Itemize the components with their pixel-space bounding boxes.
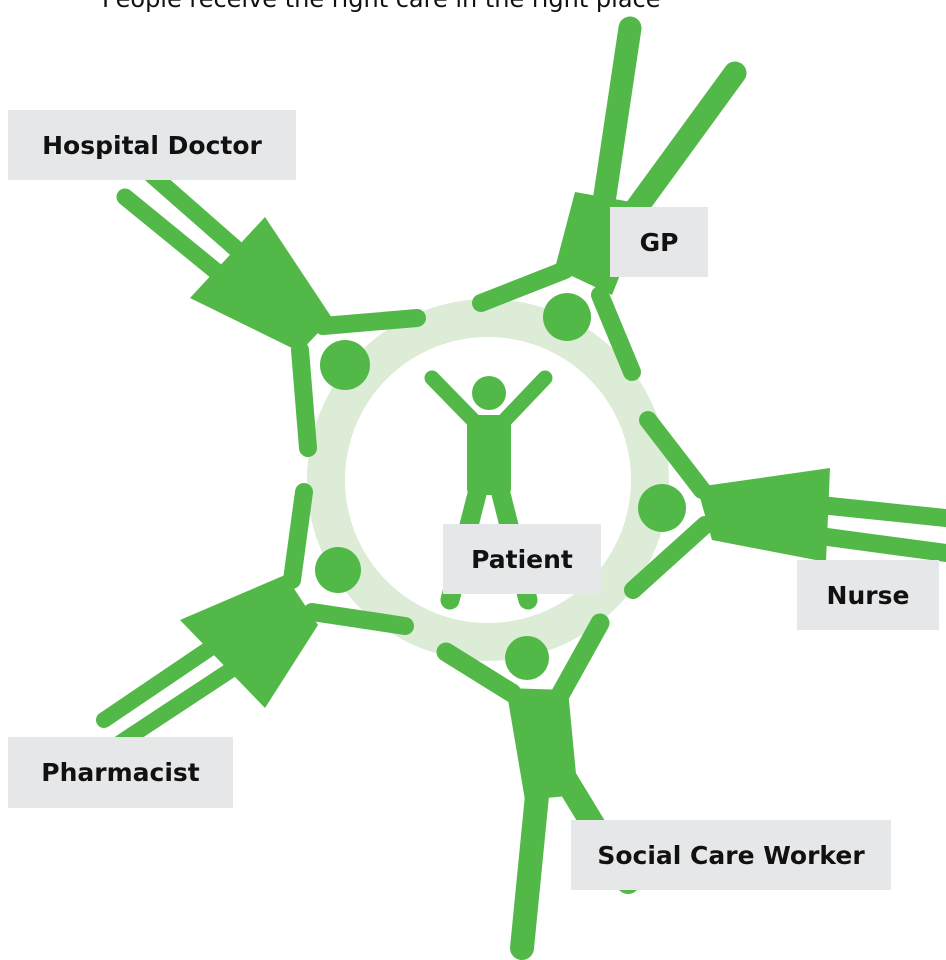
hospital-doctor-head: [320, 340, 370, 390]
nurse-body: [697, 468, 830, 562]
pharmacist-arm-upper: [283, 483, 313, 589]
diagram-caption: People receive the right care in the rig…: [0, 0, 946, 14]
nurse-head: [638, 484, 686, 532]
social-care-worker-figure: [436, 613, 640, 960]
gp-leg-1: [586, 16, 642, 254]
hospital-doctor-body: [190, 217, 332, 352]
nurse-leg-2: [811, 527, 946, 562]
patient-left-arm: [424, 370, 481, 428]
pharmacist-body: [180, 575, 318, 708]
social-care-worker-arm-right: [550, 613, 610, 705]
role-label-gp: GP: [610, 207, 708, 277]
hospital-doctor-arm-lower: [291, 341, 317, 457]
hospital-doctor-leg-1: [143, 166, 284, 292]
center-label-patient: Patient: [443, 524, 601, 594]
pharmacist-arm-lower: [303, 603, 414, 635]
gp-arm-right: [591, 286, 641, 381]
gp-arm-left: [472, 261, 574, 312]
hospital-doctor-arm-upper: [314, 309, 426, 335]
role-label-social-care-worker: Social Care Worker: [571, 820, 891, 890]
gp-head: [543, 293, 591, 341]
social-care-worker-arm-left: [436, 642, 522, 703]
social-care-worker-head: [505, 636, 549, 680]
pharmacist-figure: [96, 483, 414, 751]
pharmacist-head: [315, 547, 361, 593]
patient-torso: [467, 415, 511, 495]
pharmacist-leg-1: [96, 620, 248, 728]
role-label-nurse: Nurse: [797, 560, 939, 630]
care-ring: [307, 299, 669, 661]
nurse-arm-upper: [639, 411, 711, 499]
patient-head: [472, 376, 506, 410]
patient-right-arm: [497, 370, 553, 428]
hospital-doctor-figure: [116, 166, 426, 457]
role-label-pharmacist: Pharmacist: [8, 737, 233, 808]
hospital-doctor-leg-2: [116, 188, 264, 312]
nurse-figure: [624, 411, 946, 599]
pharmacist-leg-2: [112, 648, 260, 751]
role-label-hospital-doctor: Hospital Doctor: [8, 110, 296, 180]
nurse-leg-1: [811, 496, 946, 527]
nurse-arm-lower: [624, 516, 714, 599]
social-care-worker-leg-1: [510, 753, 552, 960]
